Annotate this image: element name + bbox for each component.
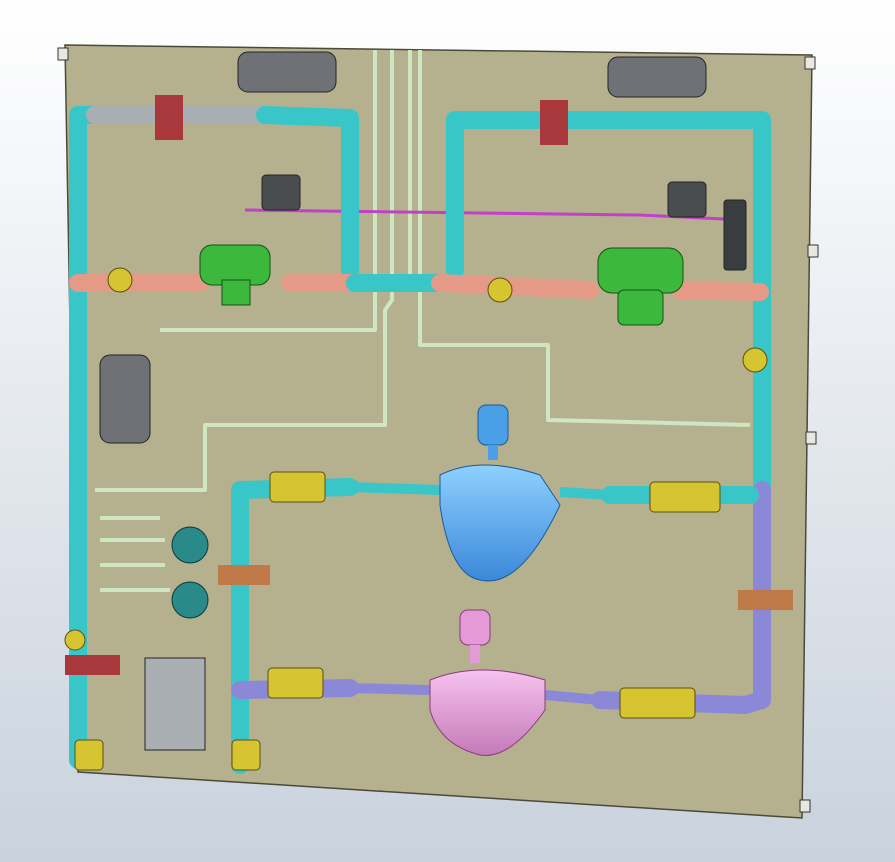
instrument-tubing	[95, 50, 751, 592]
pipe-clamps	[65, 95, 793, 675]
signal-line	[244, 208, 746, 222]
actuators	[99, 51, 747, 444]
flow-meter-lower	[429, 609, 546, 756]
meter-spools	[349, 482, 611, 705]
pressure-regulators	[199, 244, 684, 326]
ball-valves	[64, 267, 768, 771]
junction-box	[144, 657, 206, 751]
mounting-tabs	[57, 47, 819, 813]
temperature-transmitters	[171, 526, 209, 619]
flow-meter-upper	[439, 404, 561, 582]
